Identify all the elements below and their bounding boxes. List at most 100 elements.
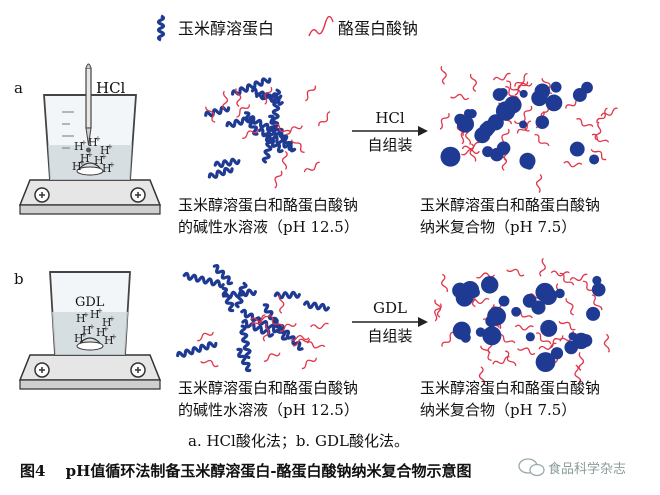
caseinate-chain xyxy=(534,133,550,147)
hydrogen-ion: H xyxy=(74,140,84,153)
hydrogen-ion: H xyxy=(96,326,106,339)
ion-charge: + xyxy=(107,143,113,151)
caseinate-chain xyxy=(550,270,570,277)
panel-a-letter: a xyxy=(14,79,23,97)
arrow-a xyxy=(352,126,428,136)
caseinate-chain xyxy=(235,88,242,107)
nanoparticle xyxy=(592,275,602,286)
ion-charge: + xyxy=(101,153,107,161)
hydrogen-ion: H xyxy=(102,162,112,175)
hydrogen-ion: H xyxy=(88,136,98,149)
nanoparticle xyxy=(525,332,535,342)
beaker-b xyxy=(49,271,131,356)
nanoparticle xyxy=(475,327,486,337)
caseinate-chain xyxy=(505,86,519,100)
caseinate-chain xyxy=(197,331,214,342)
nanoparticle xyxy=(496,141,511,155)
caseinate-chain xyxy=(522,105,533,123)
caseinate-chain xyxy=(205,106,216,123)
caseinate-chain xyxy=(517,347,536,356)
caseinate-chain xyxy=(596,107,608,124)
ion-charge: + xyxy=(109,161,115,169)
caseinate-chain xyxy=(461,149,480,156)
hydrogen-ion: H xyxy=(74,332,84,345)
hydrogen-ion: H xyxy=(72,160,82,173)
caseinate-chain xyxy=(498,333,516,344)
zein-helix xyxy=(231,77,272,96)
zein-helix xyxy=(239,324,252,360)
ion-charge: + xyxy=(83,311,89,319)
zein-helix xyxy=(182,271,225,289)
caseinate-chain xyxy=(263,352,281,362)
zein-helix xyxy=(244,111,259,136)
caseinate-chain xyxy=(536,332,552,345)
legend-zein-label: 玉米醇溶蛋白 xyxy=(178,19,275,38)
hydrogen-ion: H xyxy=(90,308,100,321)
nanoparticle xyxy=(591,282,606,297)
nanoparticle xyxy=(535,352,556,372)
caseinate-chain xyxy=(578,351,585,371)
ion-charge: + xyxy=(81,331,87,339)
caseinate-chain xyxy=(558,320,576,331)
nanoparticle xyxy=(568,332,577,341)
legend-caseinate-label: 酪蛋白酸钠 xyxy=(338,19,419,38)
zein-helix xyxy=(234,281,248,309)
hydrogen-ion: H xyxy=(94,154,104,167)
nanoparticle xyxy=(539,287,557,306)
wechat-icon xyxy=(518,458,545,477)
caseinate-chain xyxy=(305,85,317,102)
panel-b-right-caption-1: 玉米醇溶蛋白和酪蛋白酸钠 xyxy=(420,379,601,397)
caseinate-chain xyxy=(264,86,273,105)
caseinate-chain xyxy=(591,294,603,311)
caseinate-chain xyxy=(279,322,297,333)
ion-charge: + xyxy=(81,139,87,147)
zein-helix xyxy=(236,347,252,373)
nanoparticle xyxy=(522,293,537,308)
panel-b-arrow-top: GDL xyxy=(373,299,407,317)
caseinate-chain xyxy=(236,104,250,118)
caseinate-chain xyxy=(440,65,447,85)
zein-helix xyxy=(262,303,288,341)
nanoparticle xyxy=(461,280,480,300)
zein-helix xyxy=(221,286,235,313)
panel-b-right-caption-2: 纳米复合物（pH 7.5） xyxy=(420,401,577,419)
caseinate-chain xyxy=(478,366,486,386)
caseinate-chain xyxy=(286,125,303,135)
caseinate-chain xyxy=(600,107,618,117)
nanoparticle xyxy=(454,113,466,126)
zein-helix xyxy=(176,341,218,358)
caseinate-chain xyxy=(469,73,477,92)
nanoparticle xyxy=(482,326,502,346)
figure-subcaption: a. HCl酸化法；b. GDL酸化法。 xyxy=(188,432,409,450)
panel-a-reagent: HCl xyxy=(96,79,126,97)
caseinate-chain xyxy=(574,364,582,383)
panel-a-arrow-top: HCl xyxy=(375,109,405,127)
zein-helix xyxy=(248,115,287,141)
caseinate-chain xyxy=(594,121,602,141)
caseinate-chain xyxy=(290,335,310,342)
ion-charge: + xyxy=(97,307,103,315)
nanoparticle xyxy=(519,120,528,129)
nanoparticle xyxy=(589,154,600,165)
stirrer-plate-a xyxy=(18,179,162,215)
arrow-b xyxy=(352,317,428,327)
caseinate-chain xyxy=(505,350,517,366)
caseinate-chain xyxy=(301,357,318,370)
nanoparticle xyxy=(498,295,510,307)
nanoparticle xyxy=(535,115,550,130)
caseinate-chain xyxy=(291,139,305,153)
caseinate-chain xyxy=(250,315,269,323)
caseinate-chain xyxy=(439,112,450,130)
nanoparticle xyxy=(467,108,477,119)
zein-helix xyxy=(303,300,330,312)
nanoparticle xyxy=(519,89,528,98)
nanoparticle xyxy=(550,81,562,93)
panel-a-left-caption-2: 的碱性水溶液（pH 12.5） xyxy=(178,218,359,236)
caseinate-chain xyxy=(441,273,449,293)
caseinate-chain xyxy=(539,257,546,277)
caseinate-chain xyxy=(450,93,470,101)
caseinate-chain xyxy=(506,268,525,277)
zein-helix xyxy=(212,263,234,286)
caseinate-chain xyxy=(303,161,320,173)
